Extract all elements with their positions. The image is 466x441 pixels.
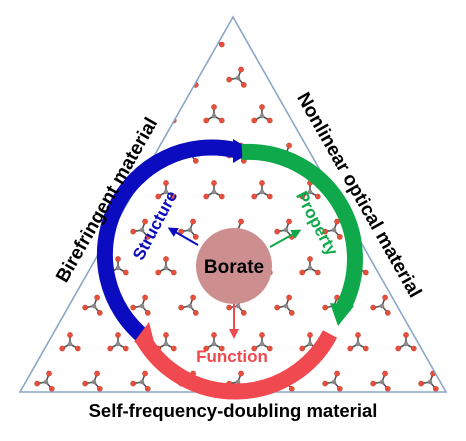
bo3-molecule-icon [20,256,33,276]
bo3-molecule-icon [34,218,55,240]
bo3-molecule-icon [299,256,321,276]
bo3-molecule-icon [130,66,151,88]
bo3-molecule-icon [418,294,439,316]
bo3-molecule-icon [203,180,225,200]
bo3-molecule-icon [347,332,369,352]
triangle-outline [18,15,448,393]
property-arrowhead [330,303,354,326]
borate-core-circle [196,228,272,304]
bo3-molecule-icon [251,28,273,48]
structure-pointer-arrow [167,227,199,246]
function-arrowhead [134,322,156,350]
function-cycle-arrow [136,330,338,400]
bo3-molecule-icon [59,28,81,48]
property-cycle-arrow [241,143,363,312]
bo3-molecule-icon [34,294,55,316]
borate-label: Borate [204,257,264,278]
bo3-molecule-icon [226,66,247,88]
bo3-molecule-icon [82,142,103,164]
bo3-molecule-icon [418,370,439,392]
bo3-molecule-icon [130,294,151,316]
structure-cycle-arrow [96,139,237,345]
function-label: Function [196,347,268,366]
bo3-molecule-icon [418,66,439,88]
bo3-molecule-icon [418,142,439,164]
bo3-molecule-icon [274,66,295,88]
bo3-molecule-icon [130,370,151,392]
bo3-molecule-icon [34,370,55,392]
bo3-molecule-icon [347,104,369,124]
bo3-molecule-icon [370,370,391,392]
bo3-molecule-icon [20,104,33,124]
bo3-molecule-icon [82,294,103,316]
structure-label: Structure [129,188,181,264]
bottom-side-label: Self-frequency-doubling material [89,400,378,421]
bo3-molecule-icon [178,294,199,316]
bo3-molecule-icon [20,28,33,48]
bo3-molecule-icon [34,66,55,88]
bo3-molecule-icon [274,218,295,240]
bo3-molecule-icon [299,180,321,200]
bo3-molecule-icon [395,180,417,200]
property-pointer-arrow [269,229,302,248]
bo3-molecule-icon [107,104,129,124]
bo3-molecule-icon [418,218,439,240]
bo3-molecule-icon [322,66,343,88]
bo3-molecule-icon [251,104,273,124]
bo3-molecule-icon [274,294,295,316]
bo3-molecule-icon [59,332,81,352]
bo3-molecule-icon [299,28,321,48]
bo3-molecule-icon [251,180,273,200]
bo3-molecule-icon [82,66,103,88]
bo3-molecule-icon [130,218,151,240]
bo3-molecule-icon [20,180,33,200]
bo3-molecule-icon [370,66,391,88]
bo3-molecule-icon [395,104,417,124]
bo3-molecule-icon [155,180,177,200]
bo3-molecule-icon [395,28,417,48]
bo3-molecule-icon [34,142,55,164]
bo3-molecule-icon [107,28,129,48]
bo3-molecule-icon [59,180,81,200]
bo3-molecule-icon [347,28,369,48]
bo3-molecule-icon [203,104,225,124]
bo3-molecule-icon [155,256,177,276]
bo3-molecule-icon [251,332,273,352]
bo3-molecule-icon [203,332,225,352]
bo3-molecule-icon [20,332,33,352]
bo3-molecule-icon [322,370,343,392]
bo3-molecule-icon [155,104,177,124]
bo3-molecule-icon [322,218,343,240]
bo3-molecule-icon [370,142,391,164]
bo3-molecule-icon [107,332,129,352]
bo3-molecule-icon [59,104,81,124]
bo3-molecule-icon [82,370,103,392]
bo3-molecule-icon [370,294,391,316]
bo3-molecule-icon [155,28,177,48]
bo3-molecule-icon [395,332,417,352]
